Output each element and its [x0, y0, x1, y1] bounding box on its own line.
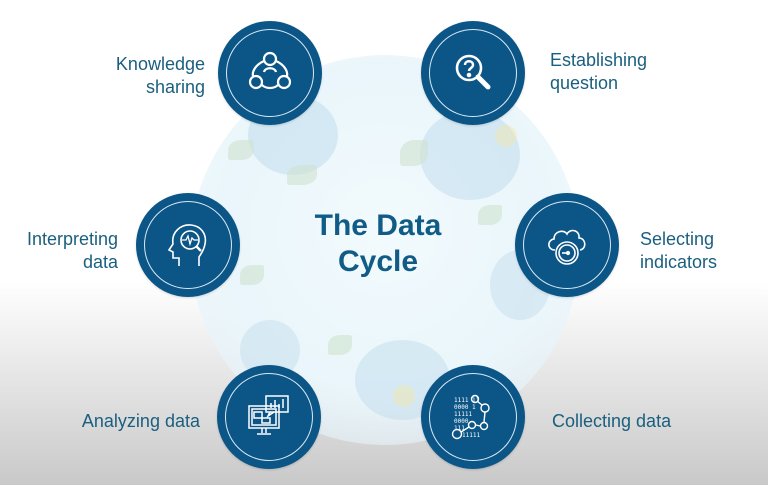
svg-text:11111: 11111 [454, 411, 472, 418]
diagram-title: The Data Cycle [290, 208, 466, 280]
decorative-leaf [328, 335, 352, 355]
label-collecting-data: Collecting data [552, 411, 672, 431]
label-selecting-indicators: Selecting indicators [640, 229, 718, 272]
label-analyzing-data: Analyzing data [81, 411, 200, 431]
decorative-leaf [478, 205, 502, 225]
decorative-leaf [287, 165, 317, 185]
decorative-flower [393, 385, 415, 407]
svg-text:1111 11: 1111 11 [454, 397, 480, 404]
label-establishing-question: Establishing question [550, 50, 648, 93]
step-analyzing-data [217, 365, 321, 469]
head-analysis-icon [167, 224, 207, 266]
step-knowledge-sharing [218, 21, 322, 125]
label-knowledge-sharing: Knowledge sharing [115, 54, 205, 97]
step-collecting-data: 1111 11 0000 1 11111 0000 111 11111 [421, 365, 525, 469]
decorative-leaf [400, 140, 428, 166]
step-establishing-question [421, 21, 525, 125]
decorative-flower [495, 125, 517, 147]
cloud-gauge-icon [548, 229, 586, 265]
label-interpreting-data: Interpreting data [26, 229, 118, 272]
title-line-1: The Data [314, 209, 442, 242]
svg-text:11111: 11111 [462, 432, 480, 439]
decorative-leaf [228, 140, 254, 160]
people-network-icon [248, 51, 292, 90]
magnifier-question-icon [455, 54, 491, 90]
title-line-2: Cycle [337, 245, 419, 278]
binary-data-icon: 1111 11 0000 1 11111 0000 111 11111 [451, 394, 490, 440]
step-interpreting-data [136, 193, 240, 297]
decorative-leaf [240, 265, 264, 285]
step-selecting-indicators [515, 193, 619, 297]
svg-text:0000 1: 0000 1 [454, 404, 476, 411]
svg-text:0000: 0000 [454, 418, 469, 425]
decorative-flower [420, 110, 520, 200]
svg-text:111: 111 [454, 425, 465, 432]
monitor-chart-icon [248, 395, 289, 435]
